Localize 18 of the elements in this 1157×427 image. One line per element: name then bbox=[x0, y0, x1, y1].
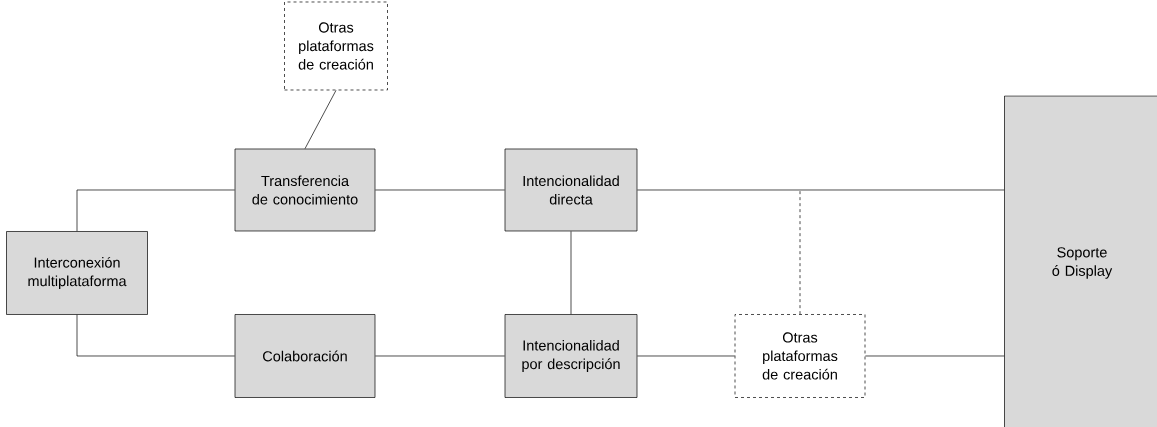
connector-line bbox=[570, 231, 572, 315]
connector-line bbox=[375, 355, 505, 357]
process-box: Intencionalidad directa bbox=[504, 148, 638, 232]
process-box: Interconexión multiplataforma bbox=[6, 231, 148, 315]
process-box: Soporte ó Display bbox=[1004, 95, 1157, 427]
connector-line bbox=[865, 355, 1005, 357]
connector-line bbox=[304, 90, 337, 149]
dashed-connector bbox=[799, 189, 801, 315]
connector-line bbox=[375, 189, 505, 191]
process-box: Transferencia de conocimiento bbox=[234, 148, 376, 232]
connector-line bbox=[637, 355, 735, 357]
process-box: Intencionalidad por descripción bbox=[504, 314, 638, 398]
connector-line bbox=[637, 189, 1005, 191]
process-box: Colaboración bbox=[234, 314, 376, 398]
dashed-box: Otras plataformas de creación bbox=[734, 314, 866, 398]
connector-line bbox=[76, 189, 235, 232]
dashed-box: Otras plataformas de creación bbox=[284, 1, 388, 91]
connector-line bbox=[76, 314, 235, 357]
